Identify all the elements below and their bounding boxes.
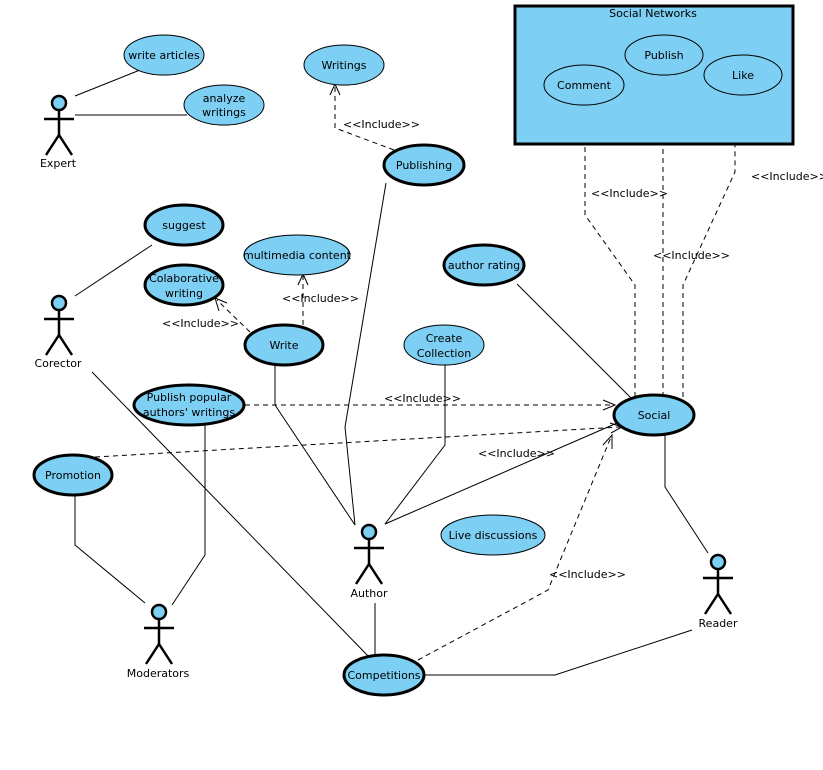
usecase-publish-label: Publish [644, 49, 683, 62]
assoc-moderators-publish-popular [171, 425, 206, 606]
boundary-label: Social Networks [609, 7, 697, 20]
usecase-publish-popular[interactable]: Publish popular authors' writings [132, 383, 246, 427]
actor-expert-label: Expert [40, 157, 77, 170]
include-label-like: <<Include>> [751, 170, 823, 183]
assoc-expert-write-articles [74, 67, 146, 97]
include-label-colaborative: <<Include>> [162, 317, 239, 330]
usecase-publishing-label: Publishing [396, 159, 452, 172]
include-label-publish-popular: <<Include>> [384, 392, 461, 405]
usecase-write[interactable]: Write [243, 323, 325, 367]
include-promotion-social [94, 426, 621, 458]
assoc-corector-competitions [91, 371, 371, 659]
usecase-comment-label: Comment [557, 79, 612, 92]
assoc-moderators-promotion [74, 495, 146, 604]
usecase-social[interactable]: Social [612, 393, 696, 437]
usecase-write-articles[interactable]: write articles [123, 34, 205, 76]
actor-moderators[interactable]: Moderators [127, 603, 190, 680]
include-label-promotion: <<Include>> [478, 447, 555, 460]
usecase-publish-popular-label-2: authors' writings [143, 406, 235, 419]
usecase-colaborative-writing-label-1: Colaborative [149, 272, 219, 285]
usecase-publish-popular-label-1: Publish popular [147, 391, 232, 404]
include-label-publish: <<Include>> [653, 249, 730, 262]
usecase-like[interactable]: Like [703, 54, 783, 96]
assoc-author-rating-social [516, 283, 634, 401]
usecase-live-discussions[interactable]: Live discussions [440, 514, 546, 556]
assoc-reader-social [664, 435, 709, 554]
usecase-create-collection-label-2: Collection [417, 347, 471, 360]
assoc-author-publishing [344, 182, 387, 526]
include-social-comment [584, 108, 636, 397]
actor-moderators-label: Moderators [127, 667, 190, 680]
usecase-author-rating-label: author rating [448, 259, 520, 272]
actors: Expert Corector Author Moderators [34, 94, 738, 680]
usecase-analyze-writings[interactable]: analyze writings [183, 84, 265, 126]
usecase-promotion[interactable]: Promotion [32, 453, 114, 497]
assoc-author-create-collection [384, 364, 446, 525]
usecase-write-articles-label: write articles [128, 49, 200, 62]
usecase-create-collection-label-1: Create [426, 332, 463, 345]
usecase-suggest-label: suggest [162, 219, 206, 232]
usecase-multimedia-content[interactable]: multimedia content [243, 234, 352, 276]
usecase-competitions-label: Competitions [347, 669, 420, 682]
include-label-competitions: <<Include>> [549, 568, 626, 581]
use-cases: write articles analyze writings Writings… [32, 34, 696, 697]
usecase-analyze-writings-label-2: writings [202, 106, 246, 119]
usecase-publish[interactable]: Publish [624, 34, 704, 76]
usecase-publishing[interactable]: Publishing [382, 143, 466, 187]
assoc-reader-competitions [425, 629, 693, 676]
actor-reader-label: Reader [699, 617, 738, 630]
usecase-create-collection[interactable]: Create Collection [403, 324, 485, 366]
include-publishing-writings [334, 86, 395, 151]
include-write-colaborative [216, 299, 251, 333]
usecase-live-discussions-label: Live discussions [449, 529, 538, 542]
usecase-comment[interactable]: Comment [543, 64, 625, 106]
usecase-colaborative-writing-label-2: writing [165, 287, 203, 300]
usecase-writings-label: Writings [321, 59, 366, 72]
include-label-comment: <<Include>> [591, 187, 668, 200]
arrowhead-social-3 [602, 433, 613, 449]
usecase-write-label: Write [269, 339, 298, 352]
include-labels: <<Include>> <<Include>> <<Include>> <<In… [162, 118, 823, 581]
assoc-author-write [274, 366, 356, 526]
actor-author[interactable]: Author [350, 523, 388, 600]
usecase-social-label: Social [638, 409, 671, 422]
usecase-like-label: Like [732, 69, 754, 82]
arrowhead-social-1 [602, 399, 617, 411]
actor-corector[interactable]: Corector [34, 294, 82, 370]
usecase-promotion-label: Promotion [45, 469, 101, 482]
usecase-colaborative-writing[interactable]: Colaborative writing [143, 263, 225, 307]
usecase-writings[interactable]: Writings [303, 44, 385, 86]
include-label-multimedia: <<Include>> [282, 292, 359, 305]
include-label-writings: <<Include>> [343, 118, 420, 131]
actor-expert[interactable]: Expert [40, 94, 77, 170]
usecase-suggest[interactable]: suggest [143, 203, 225, 247]
social-networks-boundary: Social Networks Comment Publish Like [513, 4, 795, 146]
actor-reader[interactable]: Reader [699, 553, 738, 630]
usecase-multimedia-content-label: multimedia content [243, 249, 352, 262]
usecase-author-rating[interactable]: author rating [442, 243, 526, 287]
usecase-analyze-writings-label-1: analyze [203, 92, 246, 105]
actor-author-label: Author [350, 587, 388, 600]
assoc-author-social [384, 419, 625, 525]
assoc-corector-suggest [74, 244, 153, 297]
actor-corector-label: Corector [34, 357, 82, 370]
usecase-competitions[interactable]: Competitions [342, 653, 426, 697]
include-competitions-social [417, 436, 612, 661]
